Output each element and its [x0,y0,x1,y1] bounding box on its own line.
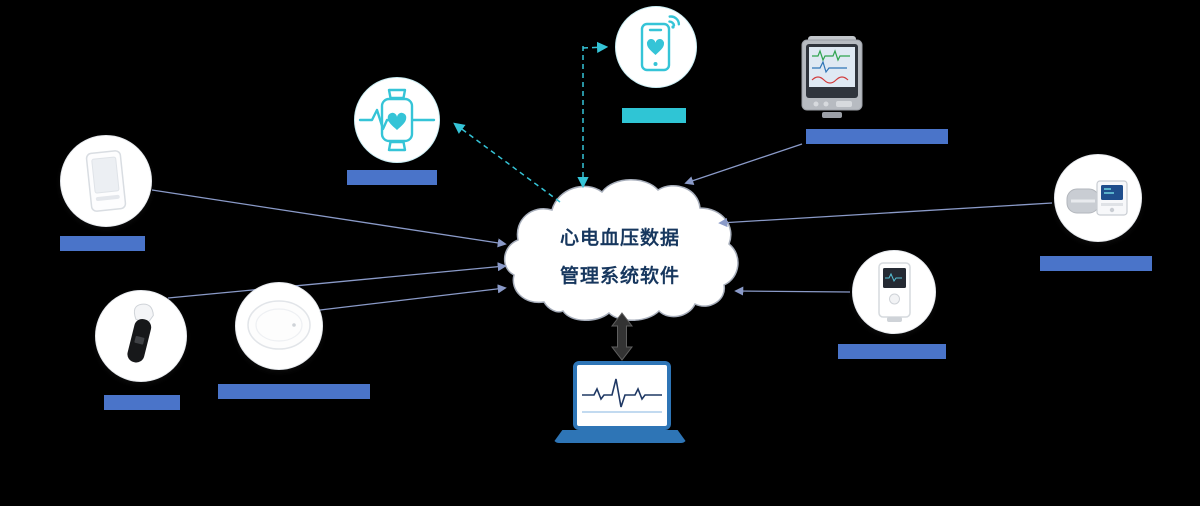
connector-round-sensor-to-cloud [319,284,507,311]
connector-cloud-to-phone-dashed [582,41,609,54]
connector-ear-thermometer-to-cloud [167,262,507,299]
label-patient-monitor [806,129,948,144]
cloud-title: 心电血压数据 管理系统软件 [538,220,702,296]
cloud-title-line1: 心电血压数据 [559,228,680,249]
node-blood-pressure-monitor [1054,154,1142,242]
connector-cloud-to-watch-dashed [453,122,561,203]
node-smart-watch [354,77,440,163]
node-ear-thermometer [95,290,187,382]
ear-thermometer-photo [127,303,154,363]
cloud-outline [504,179,739,321]
ecg-waveform-icon [582,378,662,413]
node-handheld-ecg-recorder [60,135,152,227]
patient-monitor-photo [801,36,863,118]
label-blood-pressure-monitor [1040,256,1152,271]
handheld-device-photo [85,150,127,212]
label-smart-watch [347,170,437,185]
connector-holter-to-cloud [734,286,851,296]
watch-heart-ecg-icon [358,88,436,152]
node-holter-recorder [852,250,936,334]
cloud-title-line2: 管理系统软件 [559,266,680,287]
connector-patient-monitor-to-cloud [684,143,803,185]
connector-handheld-to-cloud [151,189,507,248]
cloud-laptop-double-arrow [610,312,634,361]
node-smartphone-app [615,6,697,88]
node-round-sensor [235,282,323,370]
phone-heart-wifi-icon [640,15,681,72]
cloud-shape [504,179,739,321]
label-handheld-ecg-recorder [60,236,145,251]
label-smartphone-app [622,108,686,123]
laptop-screen [573,361,671,430]
node-patient-monitor [800,34,864,122]
round-sensor-photo [247,300,311,350]
holter-device-photo [878,262,911,322]
label-round-sensor [218,384,370,399]
connector-bp-monitor-to-cloud [718,202,1053,228]
label-ear-thermometer [104,395,180,410]
bp-monitor-photo [1066,180,1128,216]
label-holter-recorder [838,344,946,359]
laptop-base [553,430,687,443]
